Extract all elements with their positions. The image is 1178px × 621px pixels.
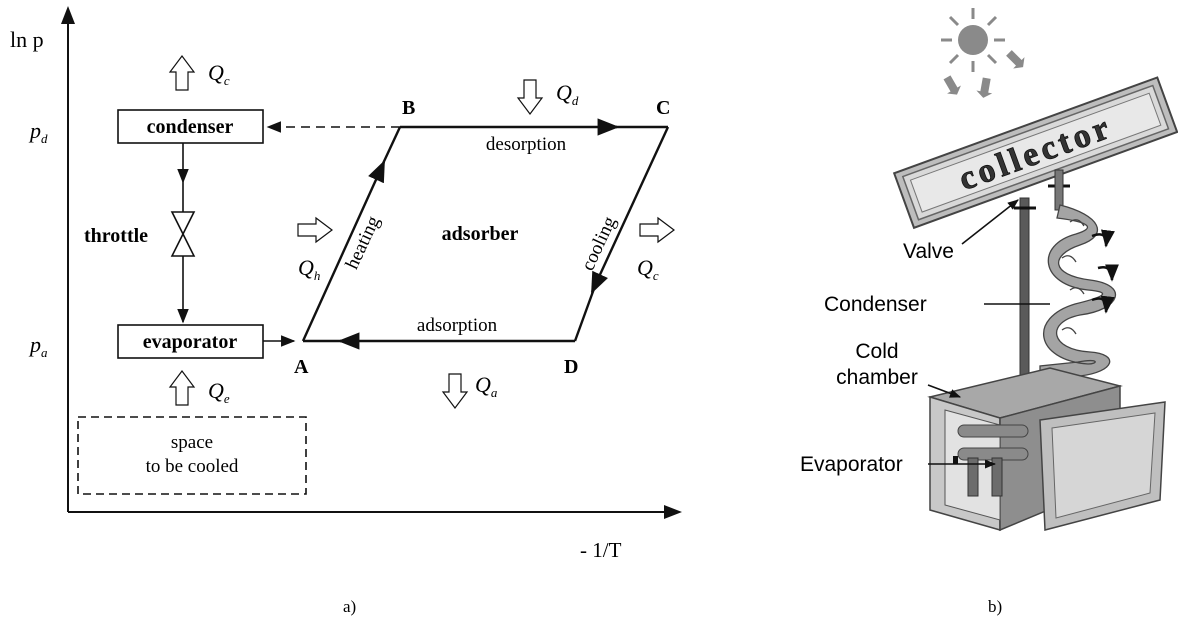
evaporator-b-label: Evaporator xyxy=(800,453,903,476)
caption-a: a) xyxy=(343,597,356,616)
caption-b: b) xyxy=(988,597,1002,616)
cycle-edge-c-d-tail xyxy=(573,285,597,342)
pipe-vertical xyxy=(1019,197,1030,379)
heat-arrow-qc-top xyxy=(168,55,196,91)
coil-flow-arrow-3 xyxy=(1091,295,1115,314)
space-box xyxy=(77,416,307,495)
heat-arrow-qh xyxy=(297,216,333,244)
y-axis-label: ln p xyxy=(10,27,44,52)
tick-label-pd: pd xyxy=(28,118,48,146)
space-label-line1: space xyxy=(171,432,213,453)
cold-chamber-label-line1: Cold xyxy=(855,340,898,363)
q-e-label: Qe xyxy=(208,378,230,406)
adsorber-label: adsorber xyxy=(442,223,519,245)
cycle-edge-a-b xyxy=(301,160,386,342)
tick-label-pa: pa xyxy=(28,332,48,360)
condenser-box xyxy=(117,109,264,144)
solar-collector: collector xyxy=(892,76,1178,230)
q-h-label: Qh xyxy=(298,255,320,283)
sun-icon xyxy=(941,8,1025,98)
point-b-label: B xyxy=(402,97,415,119)
x-axis-label: - 1/T xyxy=(580,538,622,562)
cycle-edge-c-d xyxy=(590,126,670,294)
heat-arrow-qd xyxy=(516,79,544,115)
x-axis-arrowhead xyxy=(664,505,682,519)
condenser-label: condenser xyxy=(147,116,234,138)
adsorption-label: adsorption xyxy=(417,315,498,336)
valve-label: Valve xyxy=(903,240,954,263)
cold-chamber xyxy=(927,367,1166,532)
cold-chamber-label-line2: chamber xyxy=(836,366,918,389)
panel-b: collector xyxy=(800,8,1178,616)
space-label-line2: to be cooled xyxy=(146,456,239,477)
condenser-coil xyxy=(1039,204,1117,381)
heat-arrow-qa xyxy=(441,373,469,409)
coil-flow-arrow-2 xyxy=(1097,264,1119,282)
throttle-valve-icon xyxy=(170,211,196,257)
valve-leader xyxy=(961,199,1019,245)
q-c-right-label: Qc xyxy=(637,255,659,283)
cold-chamber-leader xyxy=(927,384,962,398)
condenser-b-label: Condenser xyxy=(824,293,927,316)
heat-arrow-qc-right xyxy=(639,216,675,244)
q-a-label: Qa xyxy=(475,372,498,400)
q-d-label: Qd xyxy=(556,80,579,108)
point-a-label: A xyxy=(294,356,309,378)
heat-arrow-qe xyxy=(168,370,196,406)
coil-flow-arrow-1 xyxy=(1091,229,1115,248)
pipe-right-stub xyxy=(1054,169,1064,211)
y-axis-arrowhead xyxy=(61,6,75,24)
desorption-label: desorption xyxy=(486,134,567,155)
panel-a: ln p - 1/T pd pa condenser evaporator th… xyxy=(10,6,682,616)
throttle-label: throttle xyxy=(84,225,148,247)
point-c-label: C xyxy=(656,97,670,119)
evaporator-label: evaporator xyxy=(143,331,238,353)
cycle-edge-a-b-tail xyxy=(378,126,402,171)
q-c-top-label: Qc xyxy=(208,60,230,88)
point-d-label: D xyxy=(564,356,578,378)
